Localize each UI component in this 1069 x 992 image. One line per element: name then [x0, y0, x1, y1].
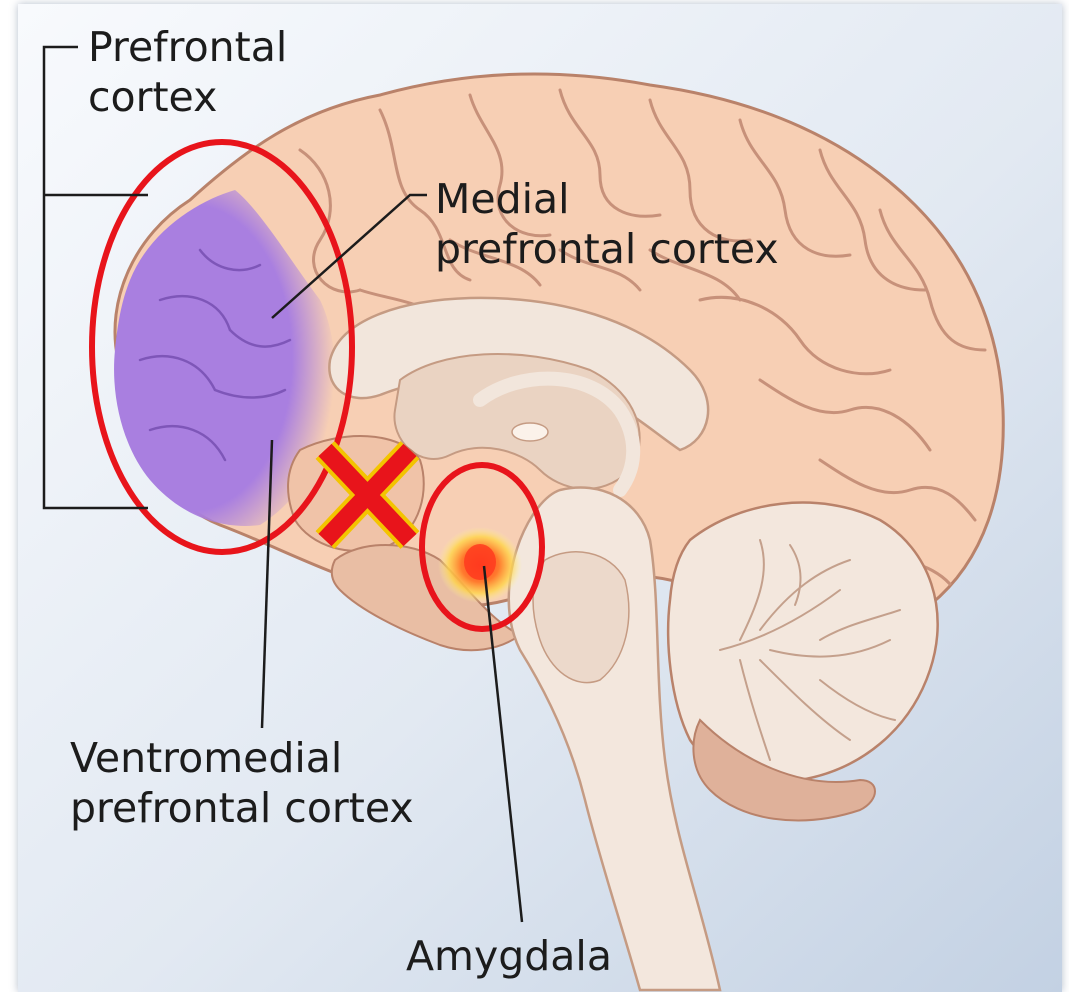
brain-diagram [18, 4, 1062, 992]
label-medial-line2: prefrontal cortex [435, 224, 779, 274]
label-prefrontal-cortex-line2: cortex [88, 72, 287, 122]
label-medial-line1: Medial [435, 174, 779, 224]
figure-panel: Prefrontal cortex Medial prefrontal cort… [18, 4, 1062, 992]
label-ventromedial-line1: Ventromedial [70, 733, 414, 783]
label-ventromedial-prefrontal-cortex: Ventromedial prefrontal cortex [70, 733, 414, 833]
label-medial-prefrontal-cortex: Medial prefrontal cortex [435, 174, 779, 274]
label-prefrontal-cortex: Prefrontal cortex [88, 22, 287, 122]
label-prefrontal-cortex-line1: Prefrontal [88, 22, 287, 72]
label-amygdala: Amygdala [406, 931, 612, 981]
amygdala-core [464, 544, 496, 580]
label-ventromedial-line2: prefrontal cortex [70, 783, 414, 833]
label-amygdala-text: Amygdala [406, 931, 612, 981]
interthalamic-adhesion [512, 423, 548, 441]
